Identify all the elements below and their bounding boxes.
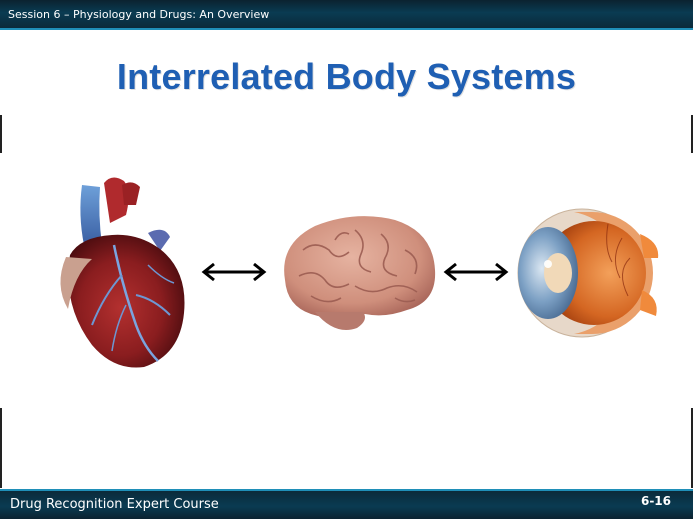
- heart-illustration: [52, 175, 192, 375]
- left-edge-mark-lower: [0, 408, 2, 488]
- course-name: Drug Recognition Expert Course: [10, 497, 219, 512]
- footer-bar: Drug Recognition Expert Course 6-16: [0, 489, 693, 519]
- session-title: Session 6 – Physiology and Drugs: An Ove…: [8, 8, 269, 21]
- page-number: 6-16: [641, 494, 671, 508]
- eye-illustration: [512, 198, 662, 348]
- left-edge-mark: [0, 115, 2, 153]
- slide-title: Interrelated Body Systems: [0, 56, 693, 98]
- double-arrow-left: [200, 261, 268, 283]
- header-bar: Session 6 – Physiology and Drugs: An Ove…: [0, 0, 693, 30]
- double-arrow-right: [442, 261, 510, 283]
- brain-illustration: [275, 210, 440, 338]
